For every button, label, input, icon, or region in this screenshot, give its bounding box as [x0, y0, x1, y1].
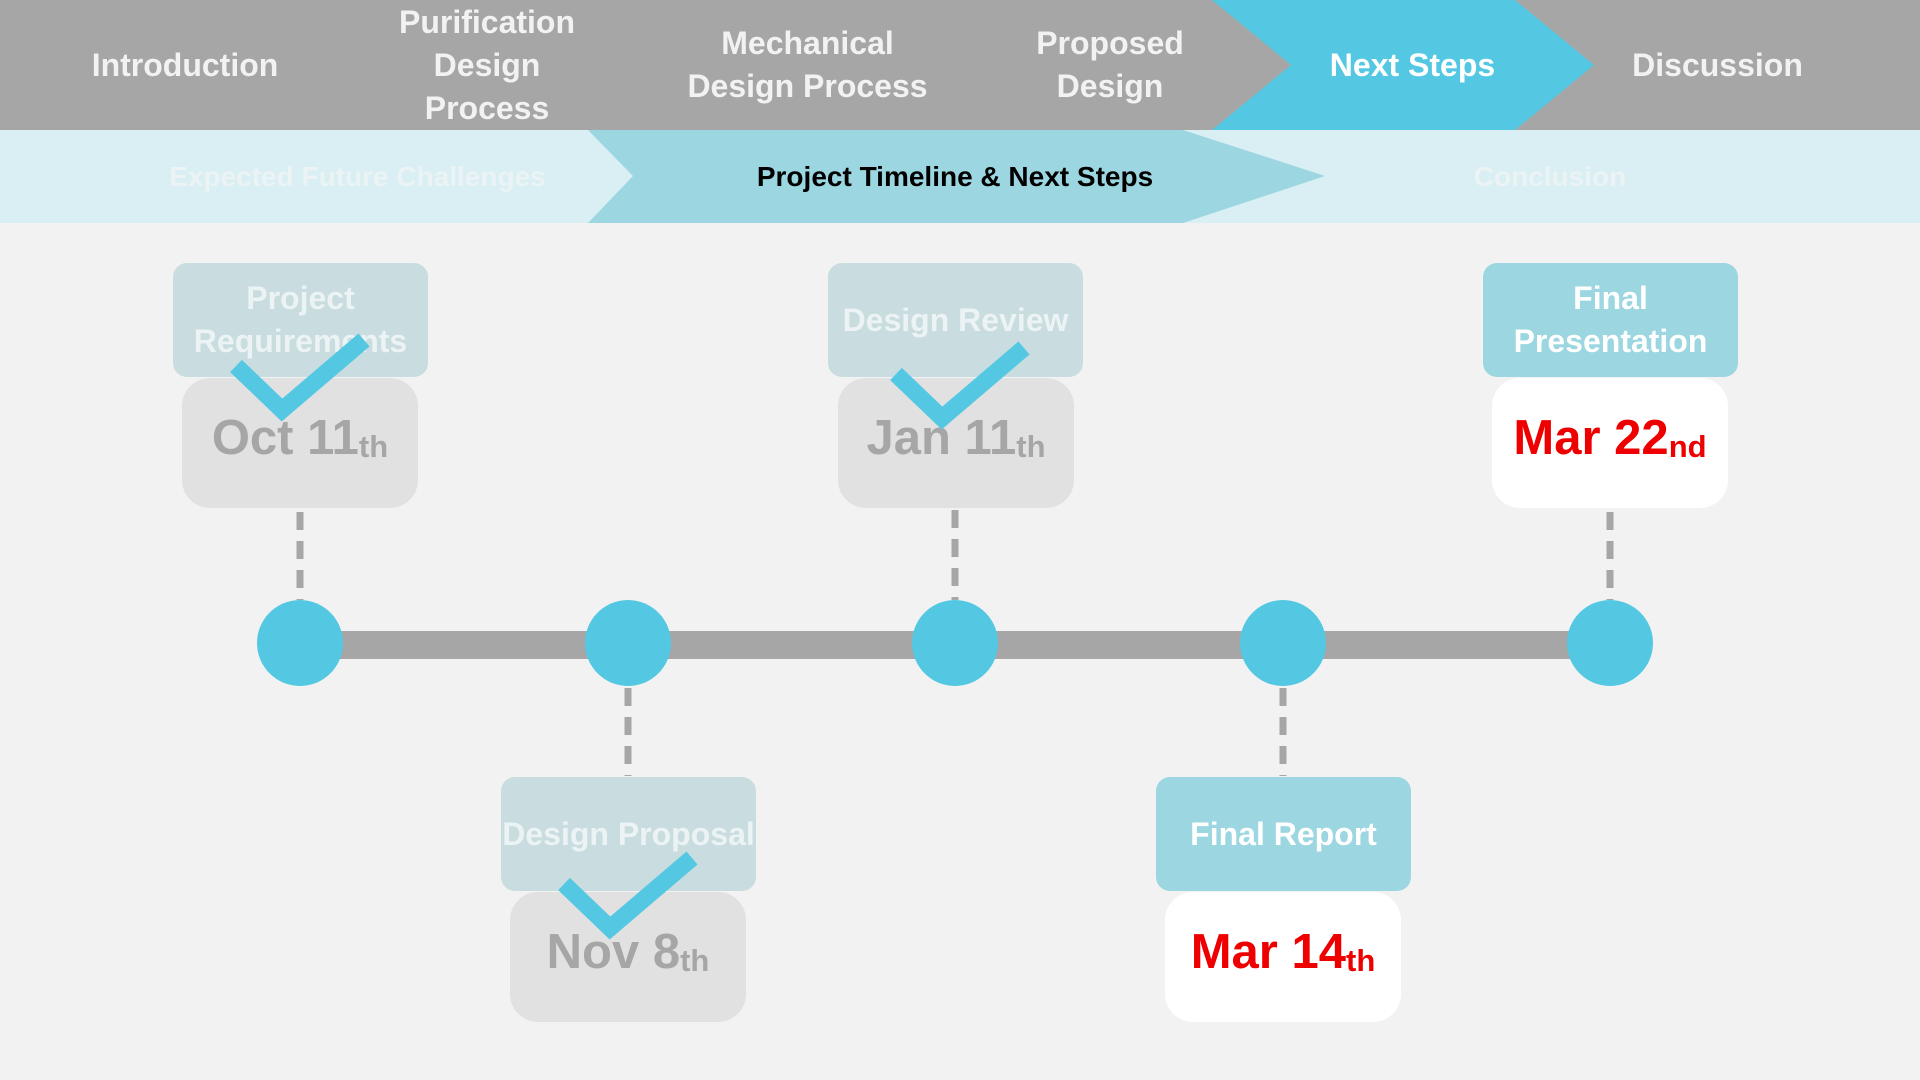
sub-navigation	[0, 130, 1920, 223]
nav-tab-next-steps[interactable]: Next Steps	[1329, 46, 1496, 83]
milestone-2-label: Design Proposal	[501, 777, 756, 891]
checkmark-icon	[890, 341, 1030, 430]
nav-tab-proposed-design[interactable]: Proposed Design	[1036, 25, 1184, 104]
checkmark-icon	[230, 333, 370, 422]
top-navigation	[0, 0, 1920, 130]
timeline-node-4	[1240, 600, 1326, 686]
checkmark-icon	[558, 851, 698, 940]
milestone-1-label: Project Requirements	[173, 263, 428, 377]
milestone-3-label: Design Review	[828, 263, 1083, 377]
timeline-node-2	[585, 600, 671, 686]
subnav-tab-expected-future-challenges[interactable]: Expected Future Challenges	[169, 160, 546, 192]
milestone-5-label: Final Presentation	[1483, 263, 1738, 377]
timeline-node-5	[1567, 600, 1653, 686]
nav-tab-mechanical-design-process[interactable]: Mechanical Design Process	[687, 25, 928, 104]
milestone-4-label: Final Report	[1156, 777, 1411, 891]
active-subsection-chevron	[588, 130, 1325, 223]
active-section-chevron	[1212, 0, 1594, 130]
timeline-node-1	[257, 600, 343, 686]
timeline-node-3	[912, 600, 998, 686]
nav-tab-purification-design-process[interactable]: Purification Design Process	[398, 3, 575, 126]
nav-tab-introduction[interactable]: Introduction	[91, 46, 279, 83]
subnav-tab-conclusion[interactable]: Conclusion	[1473, 160, 1627, 192]
nav-tab-discussion[interactable]: Discussion	[1632, 46, 1803, 83]
subnav-tab-project-timeline[interactable]: Project Timeline & Next Steps	[756, 160, 1154, 192]
